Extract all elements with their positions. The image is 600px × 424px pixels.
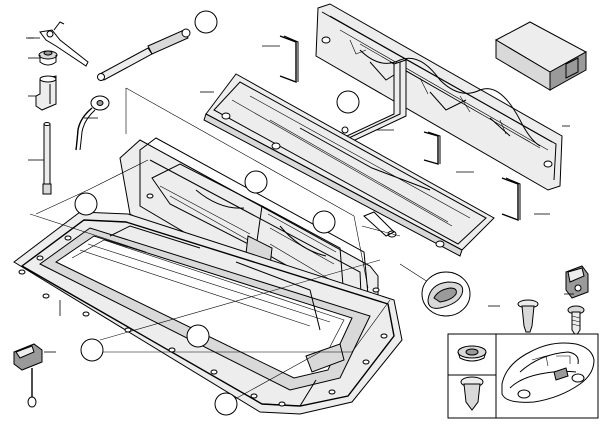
rear-trim-panel [315, 3, 570, 191]
callout-8 [214, 392, 238, 416]
callouts [74, 10, 360, 416]
grommet-clip [28, 50, 58, 66]
tray-screw-holes [18, 235, 388, 407]
expanding-rivet-2 [460, 376, 484, 411]
slide-bracket-mid [423, 131, 474, 173]
callout-5 [74, 192, 98, 216]
push-clip [457, 345, 487, 362]
vehicle-location-thumbnail [501, 342, 595, 403]
callout-7 [80, 338, 104, 362]
gas-strut [97, 28, 191, 81]
callout-4 [312, 210, 336, 234]
floor-tray [13, 211, 403, 415]
upper-trim-panel [200, 73, 495, 257]
reference-lines [29, 87, 429, 405]
tool-handle [28, 21, 89, 67]
callout-6 [186, 324, 210, 348]
callout-3 [244, 170, 268, 194]
callout-2 [336, 90, 360, 114]
rubber-cap [75, 95, 110, 151]
callout-1 [194, 10, 218, 34]
bracket-clip [28, 75, 57, 111]
slide-bracket-left [262, 35, 299, 84]
screw [567, 305, 585, 337]
wire-cap [13, 343, 56, 408]
pin-rod [28, 122, 52, 195]
slide-bracket-right [501, 177, 550, 222]
storage-box [494, 21, 588, 91]
clip [564, 265, 589, 299]
expanding-rivet [517, 299, 539, 333]
bumper-detail [421, 271, 500, 317]
